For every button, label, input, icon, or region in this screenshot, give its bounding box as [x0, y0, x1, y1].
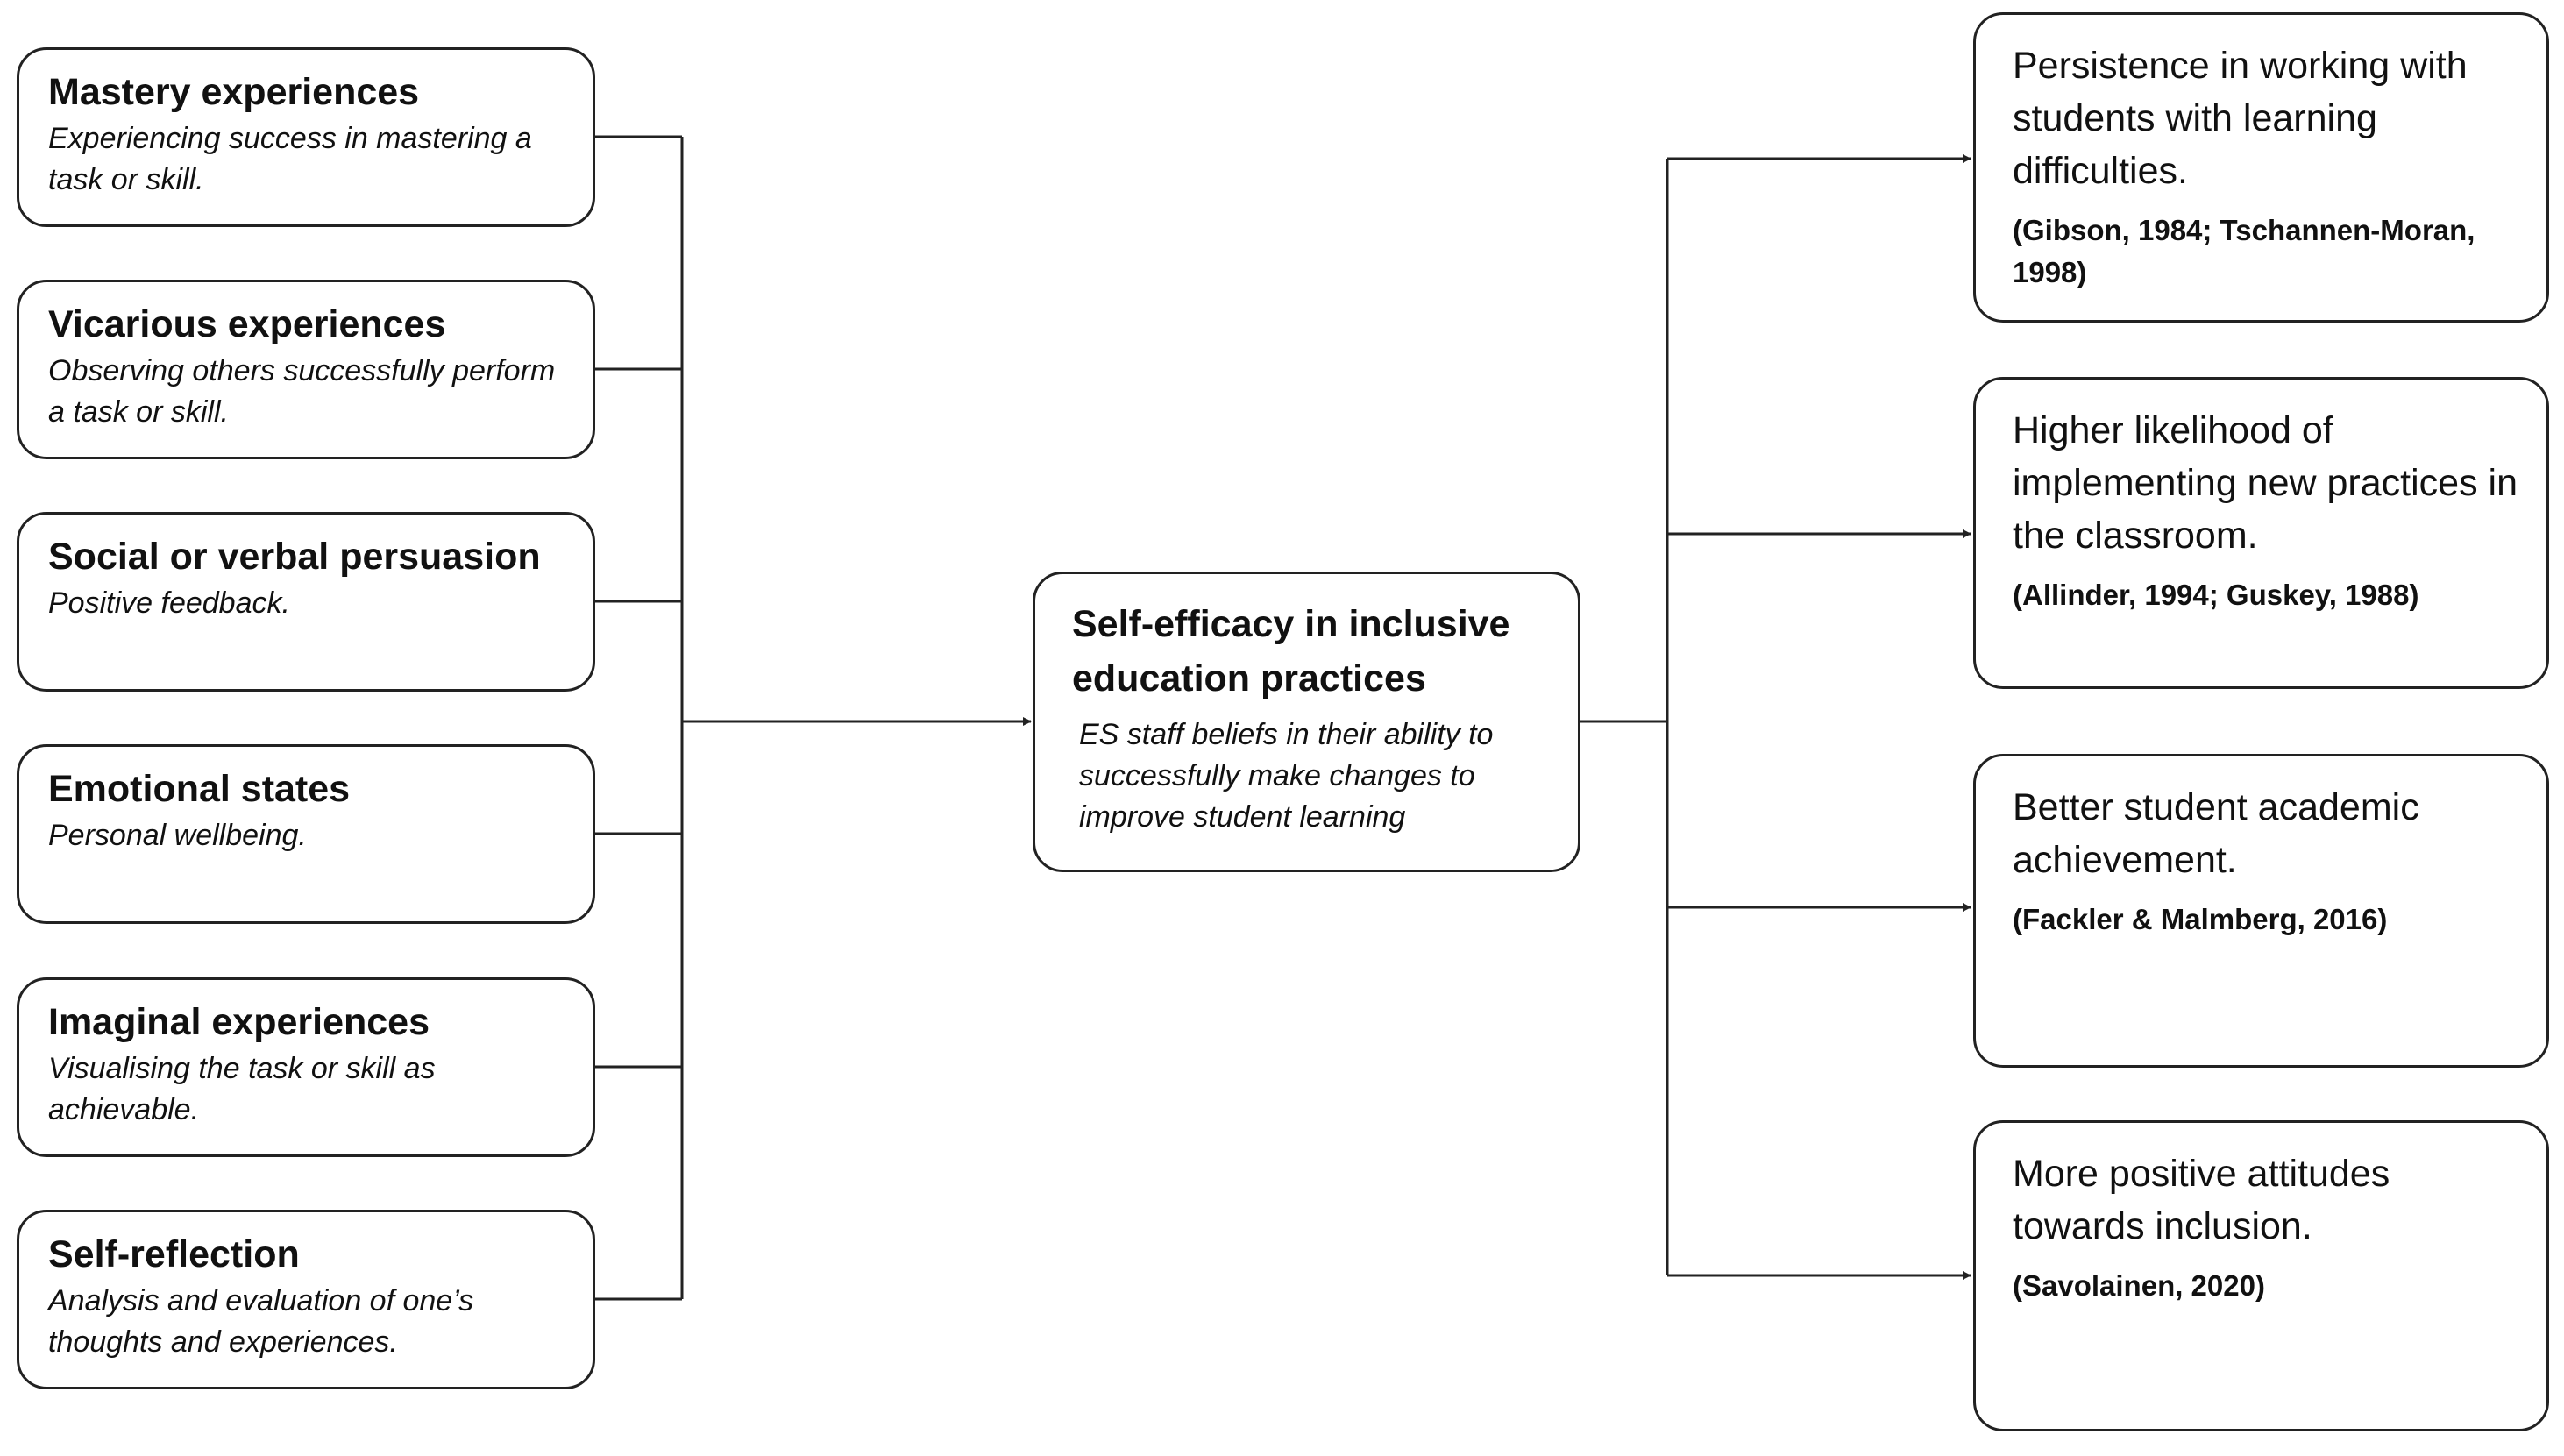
- outcome-text: Higher likelihood of implementing new pr…: [2013, 409, 2518, 557]
- outcome-text: More positive attitudes towards inclusio…: [2013, 1153, 2390, 1247]
- center-title: Self-efficacy in inclusive education pra…: [1072, 603, 1510, 700]
- outcome-academic-achievement: Better student academic achievement. (Fa…: [1973, 754, 2549, 1068]
- source-description: Personal wellbeing.: [48, 819, 307, 852]
- outcome-citation: (Savolainen, 2020): [2013, 1269, 2265, 1302]
- source-description: Analysis and evaluation of one’s thought…: [48, 1284, 474, 1359]
- source-title: Emotional states: [48, 768, 351, 810]
- source-description: Visualising the task or skill as achieva…: [48, 1052, 436, 1126]
- source-social-verbal-persuasion: Social or verbal persuasion Positive fee…: [17, 512, 595, 692]
- source-description: Experiencing success in mastering a task…: [48, 122, 532, 196]
- outcome-new-practices: Higher likelihood of implementing new pr…: [1973, 377, 2549, 689]
- source-title: Mastery experiences: [48, 71, 420, 113]
- outcome-citation: (Allinder, 1994; Guskey, 1988): [2013, 579, 2419, 611]
- outcome-persistence: Persistence in working with students wit…: [1973, 12, 2549, 323]
- center-self-efficacy: Self-efficacy in inclusive education pra…: [1033, 572, 1580, 872]
- source-description: Positive feedback.: [48, 586, 290, 620]
- source-emotional-states: Emotional states Personal wellbeing.: [17, 744, 595, 924]
- source-imaginal-experiences: Imaginal experiences Visualising the tas…: [17, 977, 595, 1157]
- outcome-citation: (Fackler & Malmberg, 2016): [2013, 903, 2388, 935]
- center-description: ES staff beliefs in their ability to suc…: [1079, 718, 1494, 834]
- source-description: Observing others successfully perform a …: [48, 354, 556, 429]
- outcome-citation: (Gibson, 1984; Tschannen-Moran, 1998): [2013, 214, 2475, 288]
- outcome-positive-attitudes: More positive attitudes towards inclusio…: [1973, 1120, 2549, 1431]
- outcome-text: Persistence in working with students wit…: [2013, 45, 2468, 192]
- source-mastery-experiences: Mastery experiences Experiencing success…: [17, 47, 595, 227]
- source-title: Vicarious experiences: [48, 303, 446, 345]
- source-vicarious-experiences: Vicarious experiences Observing others s…: [17, 280, 595, 459]
- source-title: Social or verbal persuasion: [48, 536, 541, 578]
- source-title: Imaginal experiences: [48, 1001, 430, 1043]
- source-self-reflection: Self-reflection Analysis and evaluation …: [17, 1210, 595, 1389]
- outcome-text: Better student academic achievement.: [2013, 786, 2419, 881]
- source-title: Self-reflection: [48, 1233, 300, 1275]
